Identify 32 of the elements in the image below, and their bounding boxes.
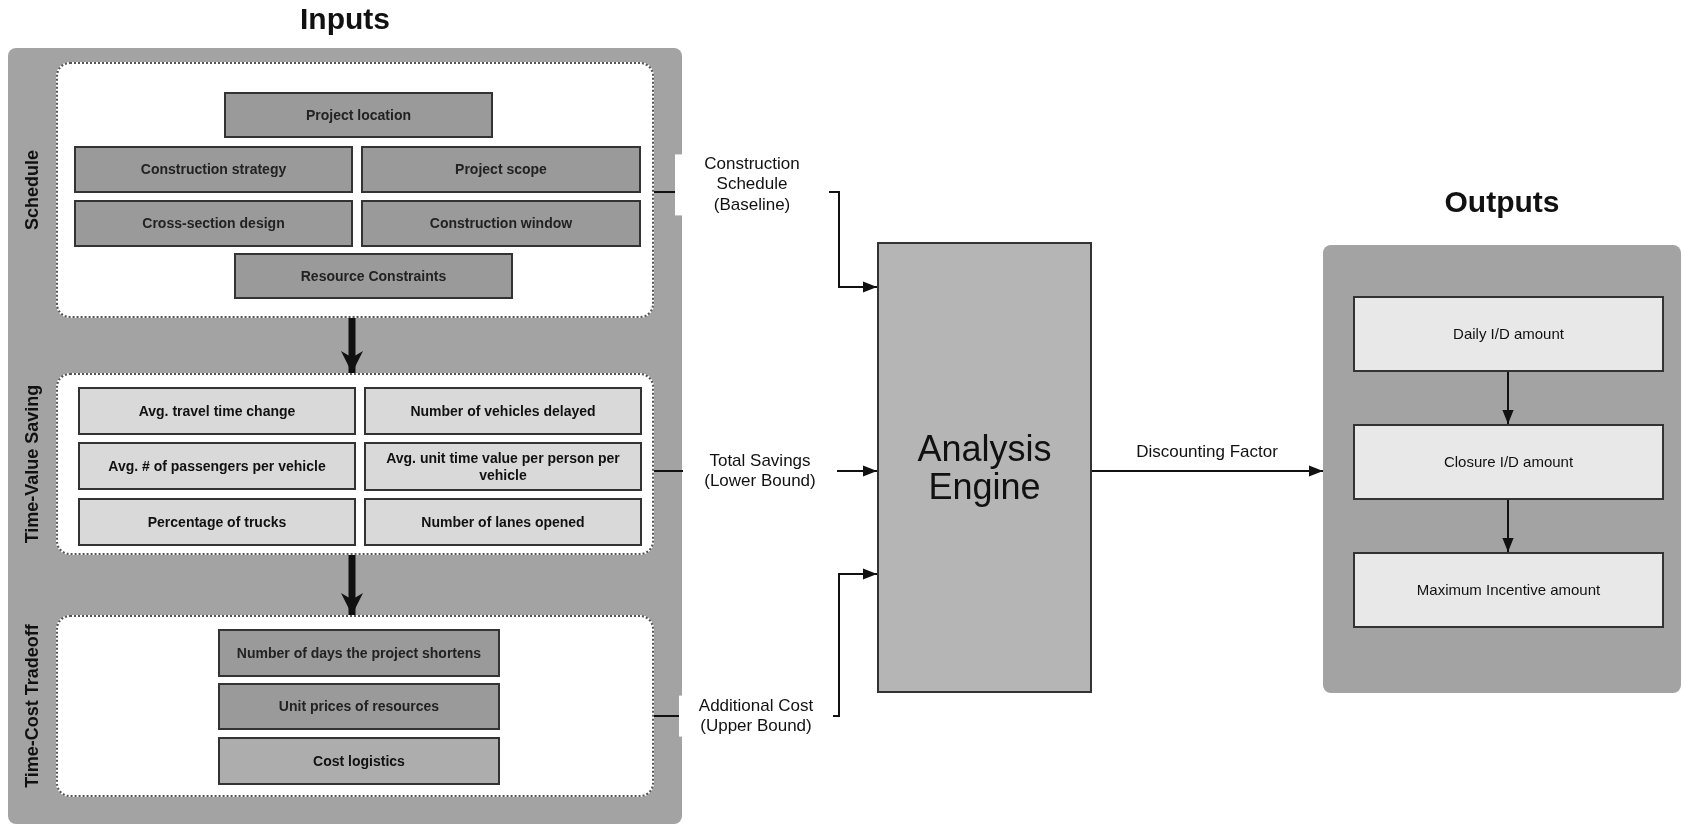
arrow — [1502, 499, 1514, 553]
input-box: Avg. # of passengers per vehicle — [78, 442, 356, 490]
edge-label: Construction Schedule (Baseline) — [675, 154, 829, 216]
input-box: Project scope — [361, 146, 641, 193]
edge-label: Additional Cost (Upper Bound) — [679, 695, 833, 737]
input-box: Cost logistics — [218, 737, 500, 785]
edge-label: Discounting Factor — [1135, 441, 1279, 463]
input-box: Cross-section design — [74, 200, 353, 247]
input-box: Number of lanes opened — [364, 498, 642, 546]
arrow — [1091, 465, 1324, 477]
input-box: Project location — [224, 92, 493, 138]
engine-box: Analysis Engine — [877, 242, 1092, 693]
output-box: Daily I/D amount — [1353, 296, 1664, 372]
input-box: Unit prices of resources — [218, 683, 500, 730]
input-box: Number of vehicles delayed — [364, 387, 642, 435]
thick-arrow — [341, 555, 363, 615]
output-box: Closure I/D amount — [1353, 424, 1664, 500]
arrow — [1502, 371, 1514, 425]
input-box: Construction strategy — [74, 146, 353, 193]
input-box: Number of days the project shortens — [218, 629, 500, 677]
input-box: Avg. unit time value per person per vehicle — [364, 442, 642, 491]
input-box: Percentage of trucks — [78, 498, 356, 546]
section-label: Time-Cost Tradeoff — [21, 624, 43, 788]
section-label: Schedule — [21, 150, 43, 230]
input-box: Avg. travel time change — [78, 387, 356, 435]
group-heading: Outputs — [1444, 185, 1560, 219]
input-box: Resource Constraints — [234, 253, 513, 299]
group-heading: Inputs — [300, 2, 390, 36]
section-label: Time-Value Saving — [21, 384, 43, 544]
thick-arrow — [341, 318, 363, 373]
input-box: Construction window — [361, 200, 641, 247]
output-box: Maximum Incentive amount — [1353, 552, 1664, 628]
